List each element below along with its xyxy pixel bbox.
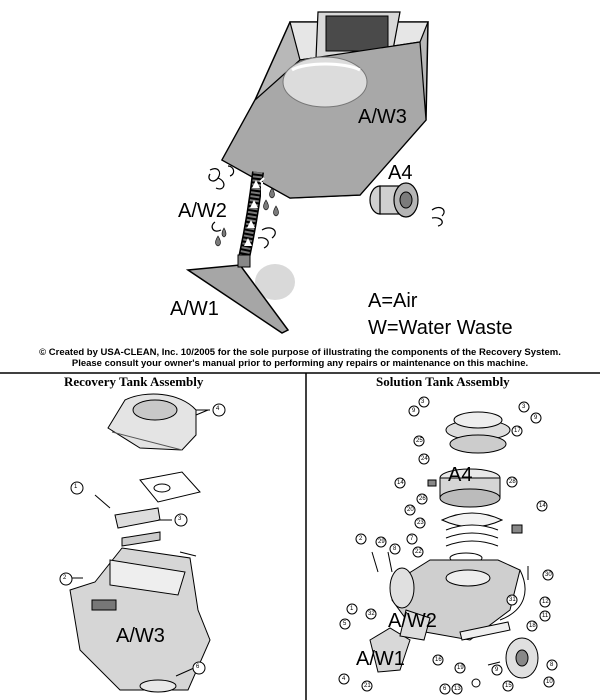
right-callout-label: 29 xyxy=(378,539,385,545)
right-callout-label: 19 xyxy=(457,665,464,671)
vac-motor-a4-drawing xyxy=(369,182,419,218)
right-callout-label: 21 xyxy=(364,683,371,689)
right-callout-label: 25 xyxy=(416,438,423,444)
overlay-a4: A4 xyxy=(448,464,473,486)
legend-air: A=Air xyxy=(368,290,418,312)
vacuum-hose-drawing xyxy=(238,171,265,260)
right-callout-label: 6 xyxy=(443,686,447,692)
left-callout-label: 3 xyxy=(178,516,182,522)
right-callout-label: 18 xyxy=(529,623,536,629)
right-callout-label: 1 xyxy=(350,606,354,612)
right-callout-label: 31 xyxy=(509,597,516,603)
credit-line-1: © Created by USA-CLEAN, Inc. 10/2005 for… xyxy=(39,347,561,358)
recovery-tank-exploded-drawing xyxy=(69,393,211,693)
right-callout-label: 20 xyxy=(407,507,414,513)
right-callout-label: 9 xyxy=(495,667,499,673)
right-callout-label: 15 xyxy=(505,683,512,689)
floor-wand-drawing xyxy=(185,254,295,334)
credit-line-2: Please consult your owner's manual prior… xyxy=(71,358,529,369)
right-callout-label: 10 xyxy=(546,679,553,685)
label-a4: A4 xyxy=(388,162,413,184)
overlay-aw3: A/W3 xyxy=(116,625,165,647)
right-callout-label: 5 xyxy=(343,621,347,627)
right-callout-label: 12 xyxy=(542,599,549,605)
right-callout-label: 8 xyxy=(550,662,554,668)
right-callout-label: 14 xyxy=(539,503,546,509)
label-aw3: A/W3 xyxy=(358,106,407,128)
recovery-tank-drawing xyxy=(220,11,429,199)
label-aw2: A/W2 xyxy=(178,200,227,222)
right-callout-label: 11 xyxy=(542,613,549,619)
recovery-tank-title: Recovery Tank Assembly xyxy=(64,374,204,389)
right-callout-label: 3 xyxy=(522,404,526,410)
left-callout-label: 6 xyxy=(196,664,200,670)
right-callout-label: 22 xyxy=(415,549,422,555)
right-callout-label: 4 xyxy=(342,676,346,682)
label-aw1: A/W1 xyxy=(170,298,219,320)
right-callout-label: 24 xyxy=(421,456,428,462)
overlay-aw1: A/W1 xyxy=(356,648,405,670)
right-callout-label: 17 xyxy=(514,428,521,434)
right-callout-label: 9 xyxy=(534,415,538,421)
right-callout-label: 23 xyxy=(417,520,424,526)
solution-tank-exploded-drawing xyxy=(369,411,539,688)
water-droplets xyxy=(215,187,279,247)
right-callout-label: 16 xyxy=(435,657,442,663)
right-callout-label: 14 xyxy=(397,480,404,486)
right-callout-label: 13 xyxy=(454,686,461,692)
right-callout-label: 28 xyxy=(509,479,516,485)
right-callout-label: 3 xyxy=(421,399,425,405)
legend-water: W=Water Waste xyxy=(368,317,513,339)
right-callout-label: 26 xyxy=(419,496,426,502)
overlay-aw2: A/W2 xyxy=(388,610,437,632)
left-callout-label: 4 xyxy=(216,406,220,412)
air-water-symbols xyxy=(208,165,445,249)
solution-tank-title: Solution Tank Assembly xyxy=(376,374,510,389)
left-callout-label: 2 xyxy=(63,575,67,581)
right-callout-label: 30 xyxy=(545,572,552,578)
right-callout-circles xyxy=(338,396,558,695)
right-callout-label: 9 xyxy=(412,408,416,414)
right-callout-label: 32 xyxy=(368,611,375,617)
left-callout-circles xyxy=(59,403,226,675)
right-callout-label: 8 xyxy=(393,546,397,552)
right-callout-label: 7 xyxy=(410,536,414,542)
left-callout-label: 1 xyxy=(74,484,78,490)
right-callout-label: 2 xyxy=(359,536,363,542)
